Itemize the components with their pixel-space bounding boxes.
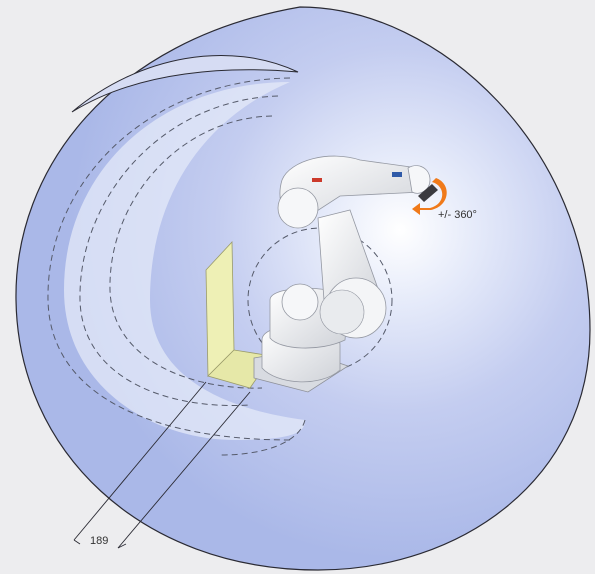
inner-sweep-band [64,82,305,440]
rotation-label: +/- 360° [438,209,477,221]
dimension-lines [73,381,251,549]
dimension-label: 189 [90,535,108,547]
orange-rotation-arrow-icon [412,178,447,215]
upper-sweep-crescent [71,55,299,113]
robot-arm [253,155,447,393]
